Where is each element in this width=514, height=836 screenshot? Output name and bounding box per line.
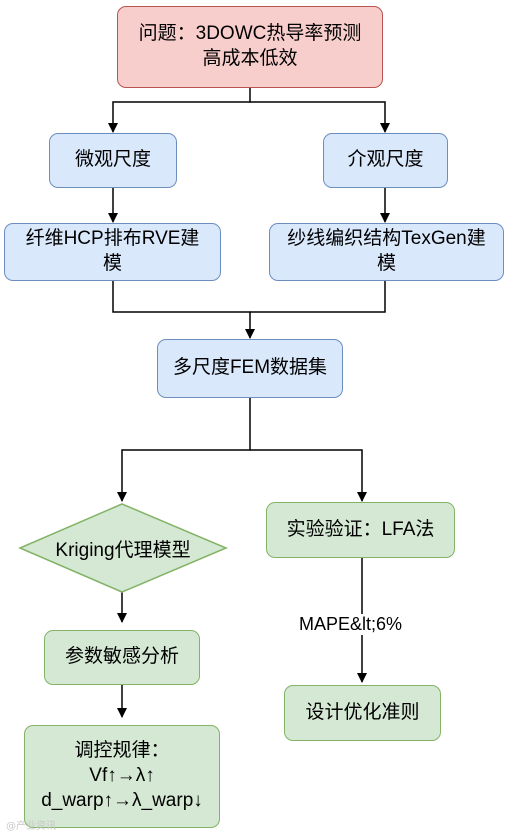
sensitivity-node: 参数敏感分析 — [44, 630, 200, 685]
edge-dataset-split — [117, 398, 251, 502]
problem-line-2: 高成本低效 — [202, 48, 298, 69]
rules-node: 调控规律： Vf↑→λ↑ d_warp↑→λ_warp↓ — [24, 725, 220, 828]
watermark: @产业资讯 — [6, 821, 56, 832]
mape-edge-label: MAPE&lt;6% — [297, 614, 405, 635]
micro-scale-label: 微观尺度 — [74, 149, 151, 171]
edge-micro-merge — [112, 281, 255, 339]
meso-scale-label: 介观尺度 — [347, 149, 424, 171]
meso-scale-node: 介观尺度 — [323, 133, 448, 188]
micro-model-line-2: 模 — [102, 253, 122, 274]
meso-model-line-1: 纱线编织结构TexGen建 — [287, 228, 486, 250]
edge-problem-split — [108, 88, 251, 133]
dataset-node: 多尺度FEM数据集 — [157, 339, 343, 398]
validation-node: 实验验证：LFA法 — [266, 502, 455, 558]
kriging-diamond — [18, 503, 228, 593]
rules-line-3: d_warp↑→λ_warp↓ — [41, 789, 203, 811]
meso-model-node: 纱线编织结构TexGen建 模 — [269, 223, 504, 281]
meso-model-line-2: 模 — [376, 253, 396, 274]
design-label: 设计优化准则 — [305, 701, 420, 723]
problem-line-1: 问题：3DOWC热导率预测 — [138, 23, 362, 45]
problem-node: 问题：3DOWC热导率预测 高成本低效 — [117, 6, 383, 88]
micro-scale-node: 微观尺度 — [49, 133, 177, 188]
rules-line-1: 调控规律： — [74, 740, 170, 762]
micro-model-node: 纤维HCP排布RVE建 模 — [4, 223, 221, 281]
kriging-label: Kriging代理模型 — [55, 539, 191, 561]
validation-label: 实验验证：LFA法 — [286, 518, 435, 540]
sensitivity-label: 参数敏感分析 — [64, 646, 179, 668]
rules-line-2: Vf↑→λ↑ — [89, 765, 155, 787]
edge-meso-merge — [250, 281, 386, 313]
edge-problem-meso — [250, 101, 390, 133]
edge-dataset-validation — [250, 449, 367, 502]
dataset-label: 多尺度FEM数据集 — [172, 357, 328, 379]
micro-model-line-1: 纤维HCP排布RVE建 — [25, 228, 200, 250]
design-node: 设计优化准则 — [284, 685, 441, 741]
